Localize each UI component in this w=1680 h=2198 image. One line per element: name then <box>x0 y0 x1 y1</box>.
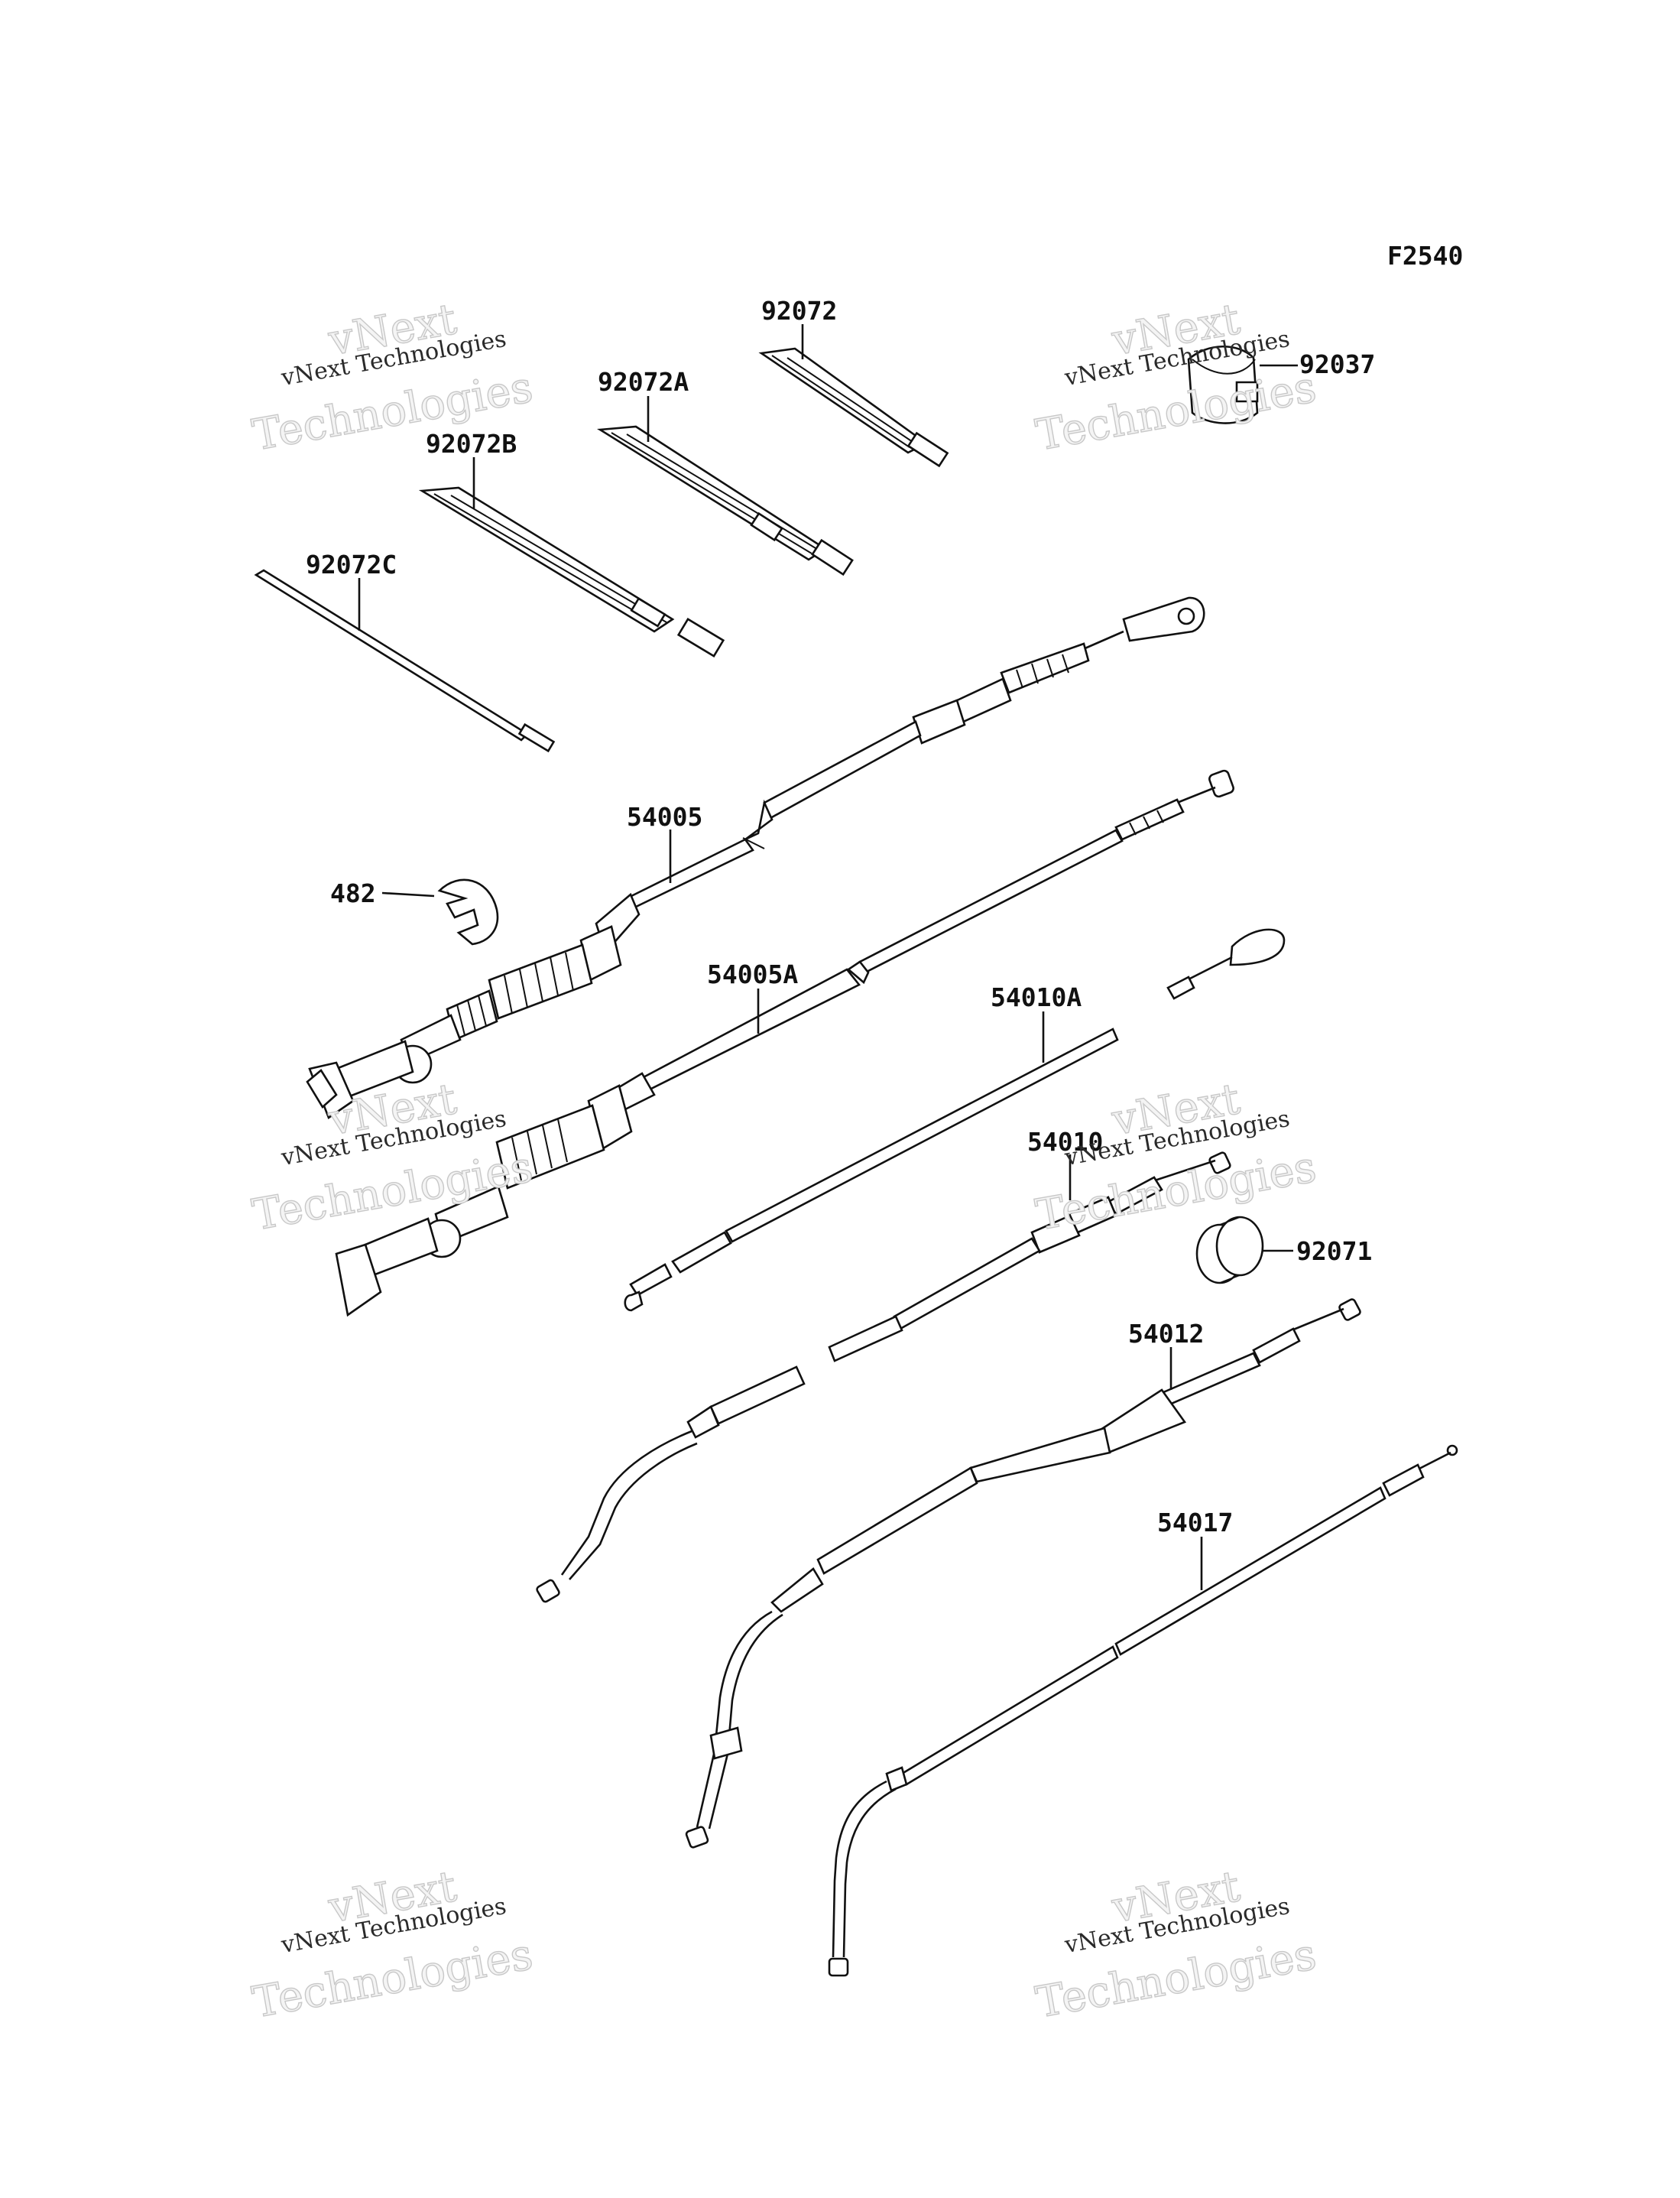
grommet-92071[interactable] <box>1195 1216 1264 1284</box>
watermark-bottom-left: vNext vNext Technologies Technologies <box>248 1861 537 2028</box>
watermark-bottom-right: vNext vNext Technologies Technologies <box>1032 1861 1321 2028</box>
cable-54010[interactable] <box>536 1151 1231 1603</box>
cable-tie-92072a[interactable] <box>596 425 854 576</box>
cable-tie-92072[interactable] <box>758 347 949 468</box>
label-92072[interactable]: 92072 <box>761 296 837 326</box>
label-92037[interactable]: 92037 <box>1299 349 1375 379</box>
label-54017[interactable]: 54017 <box>1157 1508 1233 1537</box>
label-92072c[interactable]: 92072C <box>306 550 397 580</box>
label-92072b[interactable]: 92072B <box>426 429 517 459</box>
cable-tie-92072c[interactable] <box>254 569 556 753</box>
label-482[interactable]: 482 <box>330 878 376 908</box>
label-54005a[interactable]: 54005A <box>707 959 798 989</box>
cable-54005a[interactable] <box>335 769 1234 1317</box>
leader-482 <box>381 891 435 898</box>
figure-code: F2540 <box>1387 241 1463 271</box>
label-54010[interactable]: 54010 <box>1027 1127 1103 1157</box>
cable-54012[interactable] <box>685 1298 1361 1849</box>
cable-54010a[interactable] <box>624 928 1286 1312</box>
watermark-mid-right: vNext vNext Technologies Technologies <box>1032 1073 1321 1241</box>
clamp-92037[interactable] <box>1187 346 1259 424</box>
label-54005[interactable]: 54005 <box>627 802 702 832</box>
label-54012[interactable]: 54012 <box>1128 1319 1204 1349</box>
watermark-top-right: vNext vNext Technologies Technologies <box>1032 294 1321 461</box>
cable-54017[interactable] <box>828 1444 1458 1977</box>
cable-tie-92072b[interactable] <box>418 486 725 657</box>
cable-54005[interactable] <box>306 596 1205 1119</box>
e-clip-482[interactable] <box>437 878 499 946</box>
label-54010a[interactable]: 54010A <box>991 982 1082 1012</box>
label-92072a[interactable]: 92072A <box>598 367 689 397</box>
label-92071[interactable]: 92071 <box>1296 1236 1372 1266</box>
